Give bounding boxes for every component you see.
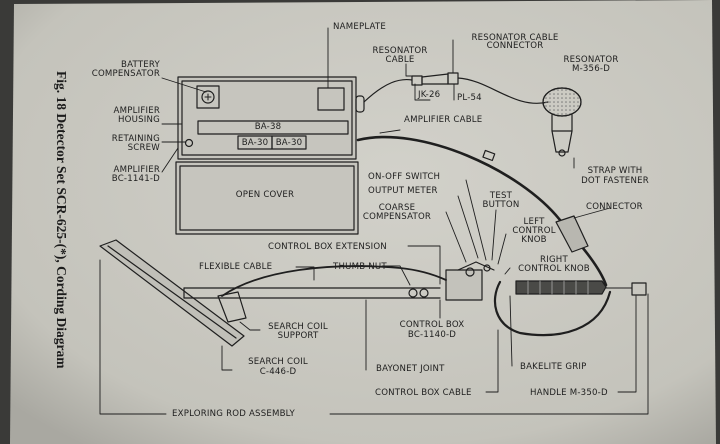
label-retaining-screw-2: SCREW: [127, 143, 160, 153]
battery-compensator: [196, 85, 220, 109]
label-coarse-compensator-2: COMPENSATOR: [362, 212, 432, 222]
label-right-control-knob-2: CONTROL KNOB: [518, 264, 590, 274]
label-amplifier-housing-1: AMPLIFIER: [113, 106, 160, 116]
label-control-box-extension: CONTROL BOX EXTENSION: [268, 242, 387, 252]
handle-end: [631, 282, 647, 296]
label-search-coil-2: C-446-D: [259, 367, 297, 377]
label-on-off-switch: ON-OFF SWITCH: [368, 172, 441, 182]
label-ba30-b: BA-30: [275, 138, 303, 148]
label-search-coil-1: SEARCH COIL: [248, 357, 308, 367]
retaining-screw: [184, 138, 194, 148]
label-amplifier-1: AMPLIFIER: [113, 165, 160, 175]
label-battery-compensator-2: COMPENSATOR: [91, 69, 160, 79]
label-control-box-2: BC-1140-D: [407, 330, 457, 340]
label-bakelite-grip: BAKELITE GRIP: [520, 362, 587, 372]
label-jk26: JK-26: [418, 90, 441, 100]
label-handle: HANDLE M-350-D: [530, 388, 608, 398]
label-flexible-cable: FLEXIBLE CABLE: [199, 262, 273, 272]
label-resonator-cable-connector-2: CONNECTOR: [486, 41, 544, 51]
label-exploring-rod-assembly: EXPLORING ROD ASSEMBLY: [172, 409, 295, 419]
label-retaining-screw-1: RETAINING: [111, 134, 160, 144]
label-resonator-2: M-356-D: [571, 64, 611, 74]
open-cover: [175, 161, 359, 235]
bakelite-grip: [515, 280, 607, 295]
label-strap-1: STRAP WITH: [587, 166, 643, 176]
label-amplifier-cable: AMPLIFIER CABLE: [404, 115, 483, 125]
ba38-battery: [197, 120, 349, 135]
label-coarse-compensator-1: COARSE: [378, 203, 416, 213]
label-output-meter: OUTPUT METER: [368, 186, 438, 196]
label-open-cover: OPEN COVER: [235, 190, 295, 200]
label-strap-2: DOT FASTENER: [581, 176, 649, 186]
label-thumb-nut: THUMB NUT: [333, 262, 387, 272]
label-pl54: PL-54: [457, 93, 482, 103]
label-ba30-a: BA-30: [241, 138, 269, 148]
label-resonator-1: RESONATOR: [563, 55, 619, 65]
label-control-box-1: CONTROL BOX: [399, 320, 465, 330]
label-connector: CONNECTOR: [586, 202, 643, 212]
control-box: [445, 269, 483, 301]
nameplate-plate: [317, 87, 345, 111]
ba30-battery-b: [271, 135, 307, 150]
label-search-coil-support-1: SEARCH COIL: [268, 322, 328, 332]
label-left-control-knob-1: LEFT: [523, 217, 545, 227]
label-resonator-cable-connector-1: RESONATOR CABLE: [471, 33, 559, 43]
label-test-button-2: BUTTON: [482, 200, 520, 210]
label-left-control-knob-3: KNOB: [521, 235, 547, 245]
label-amplifier-2: BC-1141-D: [111, 174, 160, 184]
figure-caption: Fig. 18 Detector Set SCR-625-(*), Cordin…: [54, 71, 69, 369]
label-right-control-knob-1: RIGHT: [540, 255, 568, 265]
label-left-control-knob-2: CONTROL: [512, 226, 556, 236]
label-battery-compensator-1: BATTERY: [121, 60, 160, 70]
label-search-coil-support-2: SUPPORT: [277, 331, 319, 341]
label-bayonet-joint: BAYONET JOINT: [376, 364, 445, 374]
label-resonator-cable-1: RESONATOR: [372, 46, 428, 56]
label-nameplate: NAMEPLATE: [333, 22, 387, 32]
label-control-box-cable: CONTROL BOX CABLE: [375, 388, 472, 398]
connector: [555, 215, 589, 253]
label-ba38: BA-38: [254, 122, 282, 132]
label-resonator-cable-2: CABLE: [385, 55, 415, 65]
label-amplifier-housing-2: HOUSING: [118, 115, 160, 125]
label-test-button-1: TEST: [489, 191, 513, 201]
